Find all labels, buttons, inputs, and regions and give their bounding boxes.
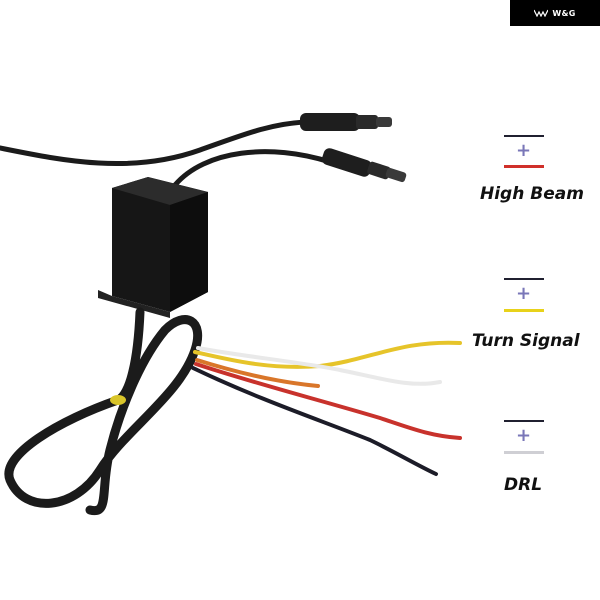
lower-connector [322, 148, 407, 183]
brand-text: W&G [552, 8, 576, 18]
plus-icon: + [516, 425, 532, 446]
white-wire [196, 346, 442, 386]
negative-line [504, 420, 544, 422]
upper-cable [0, 119, 308, 167]
positive-line-yellow [504, 309, 544, 312]
plus-icon: + [516, 140, 532, 161]
brand-badge: W&G [510, 0, 600, 26]
legend-label: High Beam [480, 184, 584, 204]
wing-logo-icon [534, 9, 549, 17]
control-module [98, 177, 208, 318]
negative-line [504, 135, 544, 137]
cable-tie [110, 395, 126, 405]
orange-wire [195, 358, 320, 388]
legend-high-beam: + High Beam [475, 130, 585, 210]
plus-icon: + [516, 283, 532, 304]
legend-drl: + DRL [480, 415, 590, 495]
legend-label: Turn Signal [472, 331, 580, 351]
coiled-cable [4, 307, 203, 516]
positive-line-white [504, 451, 544, 454]
legend-turn-signal: + Turn Signal [470, 273, 580, 358]
negative-line [504, 278, 544, 280]
legend-label: DRL [504, 475, 543, 495]
black-wire [191, 366, 438, 476]
middle-cable [172, 149, 333, 188]
red-wire [194, 362, 462, 440]
positive-line-red [504, 165, 544, 168]
upper-connector [300, 113, 392, 131]
